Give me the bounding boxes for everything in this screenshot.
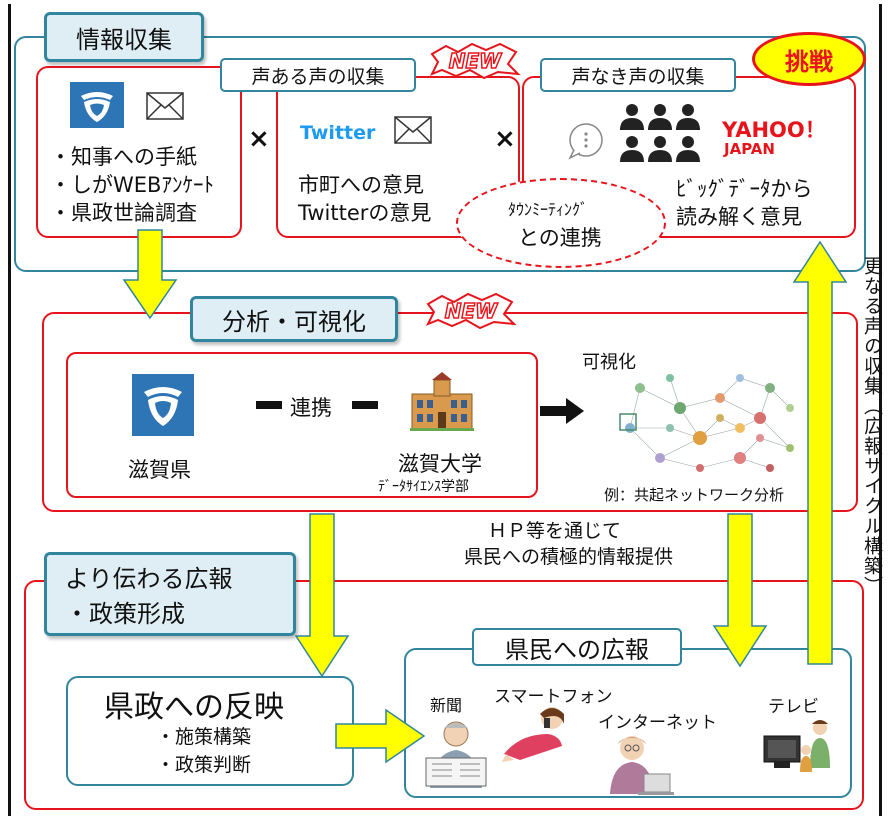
people-group-icon <box>620 104 700 162</box>
left-item-3: ・県政世論調査 <box>50 201 197 225</box>
right-line-1: ﾋﾞｯｸﾞﾃﾞｰﾀから <box>676 177 813 201</box>
university-building-icon <box>410 372 474 431</box>
mail-icon <box>146 92 184 120</box>
reflect-item-2: ・政策判断 <box>156 754 252 776</box>
town-meeting-ellipse <box>456 178 666 268</box>
reflect-box <box>66 676 354 786</box>
right-line-2: 読み解く意見 <box>676 205 802 229</box>
university-dept: ﾃﾞｰﾀｻｲｴﾝｽ学部 <box>378 479 469 495</box>
new-badge-analysis: NEW <box>425 292 517 330</box>
voiced-label: 声ある声の収集 <box>220 58 416 92</box>
middle-line-1: 市町への意見 <box>298 173 424 197</box>
shiga-pref-label: 滋賀県 <box>128 458 191 482</box>
shiga-emblem-icon <box>70 82 124 128</box>
arrow-reflect-to-public <box>335 708 426 764</box>
tv-family-icon <box>763 720 830 772</box>
shiga-emblem-icon-large <box>132 374 194 436</box>
new-badge-collection-text: NEW <box>449 49 502 73</box>
hp-note-line-2: 県民への積極的情報提供 <box>464 546 674 568</box>
link-label: 連携 <box>290 396 332 420</box>
yahoo-japan-text: JAPAN <box>724 140 775 158</box>
town-meeting-line-2: との連携 <box>518 226 602 250</box>
media-newspaper-label: 新聞 <box>430 696 463 715</box>
internet-user-icon <box>610 736 674 795</box>
hp-note-line-1: ＨＰ等を通じて <box>488 520 622 542</box>
collection-title: 情報収集 <box>44 12 204 62</box>
cross-1: × <box>248 124 270 154</box>
viz-caption: 例：共起ネットワーク分析 <box>604 486 785 504</box>
speech-bubble-icon <box>568 123 603 160</box>
left-item-1: ・知事への手紙 <box>50 145 197 169</box>
cross-2: × <box>494 124 516 154</box>
new-badge-analysis-text: NEW <box>445 299 498 323</box>
newspaper-reader-icon <box>425 721 487 788</box>
new-badge-collection: NEW <box>429 42 521 80</box>
arrow-collection-to-analysis <box>122 229 178 320</box>
viz-label: 可視化 <box>582 352 636 373</box>
link-dash-left <box>256 401 282 409</box>
mail-icon-twitter <box>394 116 432 144</box>
pr-title: より伝わる広報 ・政策形成 <box>44 552 296 636</box>
co-occurrence-network-graph <box>619 374 794 472</box>
reflect-title: 県政への反映 <box>104 690 284 725</box>
analysis-title: 分析・可視化 <box>190 296 398 342</box>
twitter-label: Twitter <box>300 122 376 144</box>
town-meeting-line-1: ﾀｳﾝﾐｰﾃｨﾝｸﾞ <box>508 200 589 219</box>
link-dash-right <box>352 401 378 409</box>
media-smartphone-label: スマートフォン <box>494 687 613 707</box>
arrow-public-to-collection <box>792 240 848 665</box>
left-item-2: ・しがWEBｱﾝｹｰﾄ <box>50 173 214 197</box>
arrow-analysis-to-reflect <box>294 513 350 678</box>
challenge-badge: 挑戦 <box>752 32 866 86</box>
reflect-item-1: ・施策構築 <box>156 726 252 748</box>
middle-line-2: Twitterの意見 <box>298 201 432 225</box>
university-name: 滋賀大学 <box>398 452 482 476</box>
page-frame <box>8 4 882 816</box>
right-arrow-icon <box>540 398 584 424</box>
right-side-label: 更なる声の収集（広報サイクル構築） <box>861 256 883 596</box>
media-internet-label: インターネット <box>598 713 717 733</box>
yahoo-logo-text: YAHOO！ <box>722 118 826 142</box>
public-pr-title: 県民への広報 <box>472 628 682 666</box>
voiceless-label: 声なき声の収集 <box>540 58 736 92</box>
smartphone-user-icon <box>502 707 564 762</box>
arrow-analysis-to-public <box>712 513 768 668</box>
media-tv-label: テレビ <box>768 697 819 717</box>
